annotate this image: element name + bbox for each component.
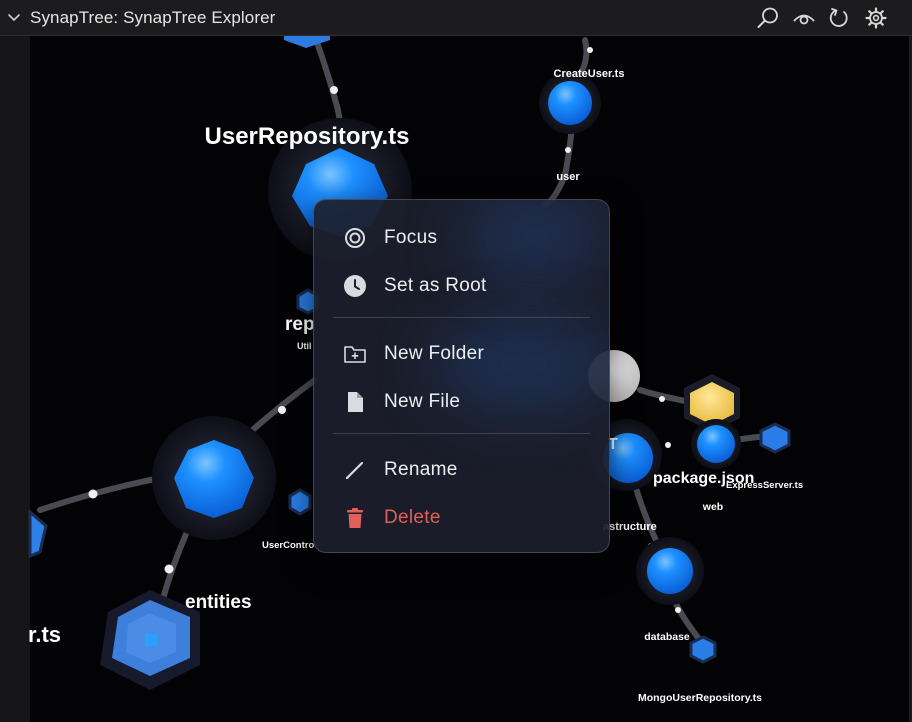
context-menu: Focus Set as Root New Folder New File [313, 199, 610, 553]
label-infrastructure: astructure [603, 521, 657, 533]
label-package-json: package.json [653, 470, 754, 487]
menu-item-label: Rename [384, 459, 458, 480]
new-folder-icon [344, 346, 366, 363]
search-icon[interactable] [756, 6, 780, 30]
label-web: web [702, 501, 723, 513]
menu-item-label: New Folder [384, 343, 485, 364]
eye-icon[interactable] [792, 6, 816, 30]
edge-dots [88, 47, 681, 613]
node-web[interactable] [691, 419, 741, 469]
label-user: user [556, 171, 580, 183]
menu-item-set-as-root[interactable]: Set as Root [314, 263, 609, 307]
label-mongo-repository: MongoUserRepository.ts [638, 692, 762, 704]
node-yellow-hex[interactable] [684, 374, 740, 432]
clock-icon [344, 275, 366, 297]
node-create-user[interactable] [539, 72, 601, 134]
pencil-icon [345, 461, 364, 480]
label-express-server: ExpressServer.ts [726, 480, 803, 491]
node-big-left[interactable] [152, 416, 276, 540]
node-database[interactable] [636, 537, 704, 605]
file-icon [348, 392, 363, 412]
panel-title: SynapTree: SynapTree Explorer [30, 8, 276, 27]
label-util: Util [297, 341, 312, 351]
panel-header: SynapTree: SynapTree Explorer [0, 0, 912, 36]
focus-icon [345, 228, 365, 248]
menu-item-rename[interactable]: Rename [314, 447, 609, 491]
label-t-fragment: T [608, 436, 618, 453]
menu-item-label: Delete [384, 507, 441, 528]
trash-icon [347, 508, 363, 528]
menu-item-label: Focus [384, 227, 438, 248]
label-rep: rep [285, 314, 315, 335]
menu-separator [333, 433, 590, 434]
right-gutter [909, 36, 912, 722]
menu-separator [333, 317, 590, 318]
menu-item-label: New File [384, 391, 461, 412]
node-entities[interactable] [100, 590, 200, 690]
label-user-controller: UserContro [262, 540, 314, 551]
menu-item-focus[interactable]: Focus [314, 215, 609, 259]
node-top-hex[interactable] [284, 36, 330, 48]
menu-item-new-file[interactable]: New File [314, 379, 609, 423]
node-express-server[interactable] [759, 422, 791, 454]
label-database: database [644, 631, 690, 643]
label-er-ts: r.ts [28, 622, 61, 647]
chevron-down-icon[interactable] [7, 11, 21, 25]
node-left-partial[interactable] [28, 508, 48, 559]
menu-item-label: Set as Root [384, 275, 487, 296]
left-gutter [0, 36, 30, 722]
node-user-controller[interactable] [288, 488, 312, 516]
menu-item-delete[interactable]: Delete [314, 495, 609, 539]
menu-item-new-folder[interactable]: New Folder [314, 331, 609, 375]
node-mongo-repository[interactable] [689, 635, 717, 664]
label-entities: entities [185, 592, 252, 613]
refresh-icon[interactable] [827, 6, 851, 30]
label-user-repository: UserRepository.ts [205, 123, 410, 150]
gear-icon[interactable] [864, 6, 888, 30]
label-create-user: CreateUser.ts [554, 68, 625, 80]
